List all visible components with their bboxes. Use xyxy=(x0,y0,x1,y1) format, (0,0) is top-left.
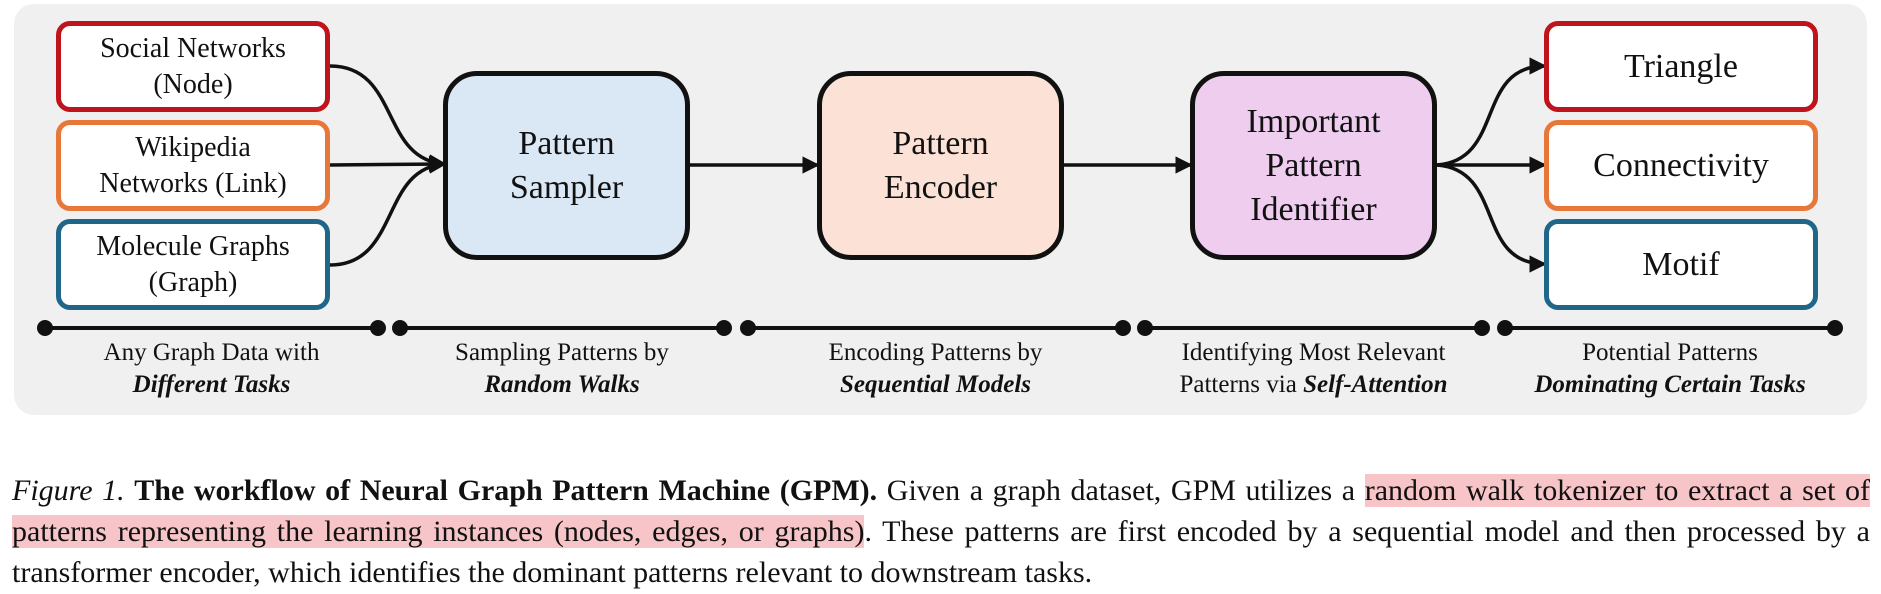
stage-3-emphasis: Sequential Models xyxy=(840,371,1031,398)
stage-5-emphasis: Dominating Certain Tasks xyxy=(1534,371,1806,398)
output-motif: Motif xyxy=(1544,219,1818,310)
stage-3-line1: Encoding Patterns by xyxy=(828,339,1043,366)
identifier-line3: Identifier xyxy=(1250,190,1377,228)
pattern-sampler-line1: Pattern xyxy=(518,124,615,162)
caption-text-before: Given a graph dataset, GPM utilizes a xyxy=(886,474,1356,507)
stage-4-prefix: Patterns via xyxy=(1179,371,1304,398)
stage-1-emphasis: Different Tasks xyxy=(132,371,291,398)
stage-label-5: Potential Patterns Dominating Certain Ta… xyxy=(1505,337,1835,401)
stage-1-line1: Any Graph Data with xyxy=(103,339,320,366)
input-molecule-line1: Molecule Graphs xyxy=(96,230,290,262)
stage-bar-4-end-dot xyxy=(1474,320,1490,336)
pattern-sampler-box: Pattern Sampler xyxy=(443,71,690,260)
arrow-social-to-sampler xyxy=(329,64,447,172)
stage-2-emphasis: Random Walks xyxy=(484,371,640,398)
stage-bar-1-start-dot xyxy=(37,320,53,336)
stage-bar-2-end-dot xyxy=(716,320,732,336)
stage-label-4: Identifying Most Relevant Patterns via S… xyxy=(1145,337,1482,401)
pattern-encoder-box: Pattern Encoder xyxy=(817,71,1064,260)
output-connectivity: Connectivity xyxy=(1544,120,1818,211)
stage-2-line1: Sampling Patterns by xyxy=(455,339,669,366)
arrow-identifier-to-triangle xyxy=(1436,57,1547,167)
identifier-line2: Pattern xyxy=(1265,146,1362,184)
input-social-networks: Social Networks (Node) xyxy=(56,21,330,112)
input-wikipedia-line1: Wikipedia xyxy=(135,131,251,163)
output-motif-label: Motif xyxy=(1642,245,1720,283)
input-wikipedia-networks: Wikipedia Networks (Link) xyxy=(56,120,330,211)
arrow-wikipedia-to-sampler xyxy=(329,155,447,173)
output-triangle-label: Triangle xyxy=(1624,47,1738,85)
stage-bar-3-end-dot xyxy=(1115,320,1131,336)
input-social-networks-line2: (Node) xyxy=(153,68,233,100)
output-triangle: Triangle xyxy=(1544,21,1818,112)
stage-bar-4-start-dot xyxy=(1137,320,1153,336)
stage-4-emphasis: Self-Attention xyxy=(1303,371,1448,398)
pattern-sampler-line2: Sampler xyxy=(509,168,624,206)
caption-text-after: . These patterns are first encoded by a … xyxy=(12,515,1870,589)
stage-bar-5-start-dot xyxy=(1497,320,1513,336)
input-social-networks-line1: Social Networks xyxy=(100,32,286,64)
pattern-encoder-line2: Encoder xyxy=(883,168,998,206)
arrow-identifier-to-motif xyxy=(1436,163,1547,273)
stage-bar-5-end-dot xyxy=(1827,320,1843,336)
stage-label-1: Any Graph Data with Different Tasks xyxy=(45,337,378,401)
pattern-encoder-line1: Pattern xyxy=(892,124,989,162)
caption-title: The workflow of Neural Graph Pattern Mac… xyxy=(134,474,878,507)
stage-bar-2-start-dot xyxy=(392,320,408,336)
stage-bar-3-start-dot xyxy=(740,320,756,336)
arrow-molecule-to-sampler xyxy=(329,156,447,267)
caption-figure-label: Figure 1. xyxy=(12,474,125,507)
important-pattern-identifier-box: Important Pattern Identifier xyxy=(1190,71,1437,260)
stage-label-3: Encoding Patterns by Sequential Models xyxy=(748,337,1123,401)
stage-bar-1-end-dot xyxy=(370,320,386,336)
identifier-line1: Important xyxy=(1246,102,1381,140)
input-wikipedia-line2: Networks (Link) xyxy=(99,167,287,199)
stage-4-line1: Identifying Most Relevant xyxy=(1181,339,1446,366)
stage-label-2: Sampling Patterns by Random Walks xyxy=(400,337,724,401)
output-connectivity-label: Connectivity xyxy=(1593,146,1769,184)
input-molecule-line2: (Graph) xyxy=(148,266,238,298)
input-molecule-graphs: Molecule Graphs (Graph) xyxy=(56,219,330,310)
stage-5-line1: Potential Patterns xyxy=(1582,339,1758,366)
figure-caption: Figure 1. The workflow of Neural Graph P… xyxy=(12,470,1871,593)
